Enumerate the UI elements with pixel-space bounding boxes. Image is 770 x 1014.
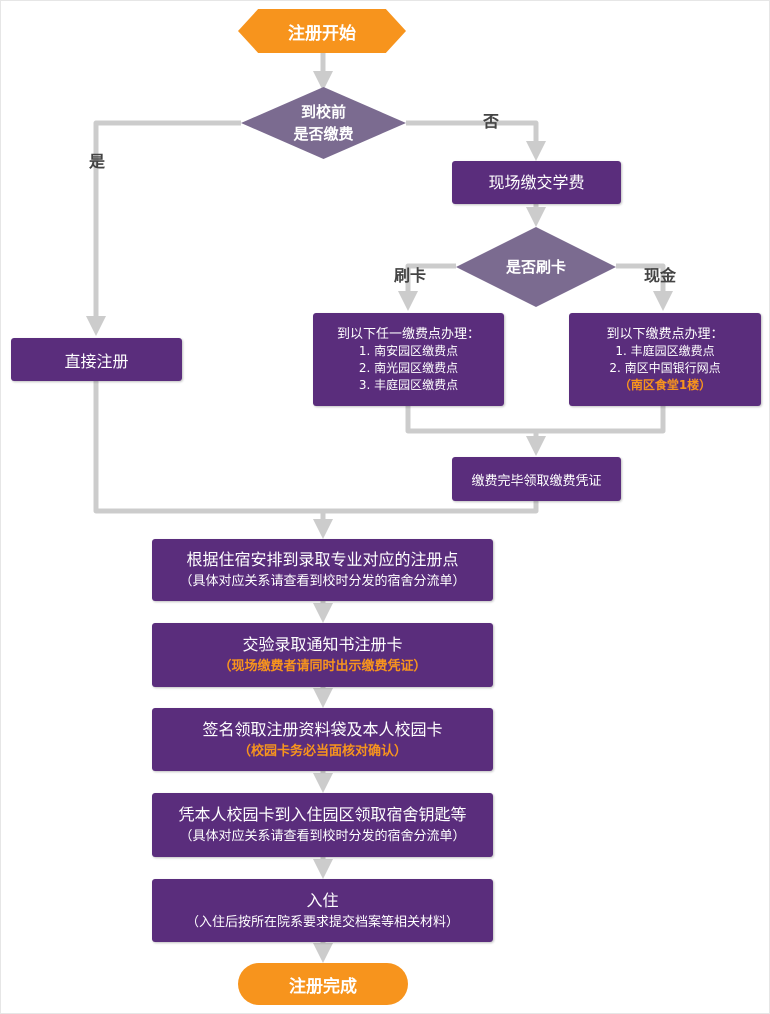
decision-card-label: 是否刷卡 <box>505 258 566 276</box>
decision-line2: 是否缴费 <box>293 125 354 143</box>
receipt-box: 缴费完毕领取缴费凭证 <box>452 457 621 501</box>
cash-point: 1. 丰庭园区缴费点 <box>615 343 715 358</box>
step-main: 入住 <box>306 890 339 910</box>
step-box: 凭本人校园卡到入住园区领取宿舍钥匙等 （具体对应关系请查看到校时分发的宿舍分流单） <box>152 793 493 857</box>
card-label: 刷卡 <box>394 266 427 285</box>
card-point: 3. 丰庭园区缴费点 <box>358 377 459 392</box>
merge-register <box>93 381 539 529</box>
merge-pay <box>405 406 666 446</box>
end-node: 注册完成 <box>238 963 408 1005</box>
step-sub: （具体对应关系请查看到校时分发的宿舍分流单） <box>179 574 466 589</box>
cash-box-title: 到以下缴费点办理： <box>606 326 724 342</box>
direct-register-box: 直接注册 <box>11 338 182 381</box>
step-main: 根据住宿安排到录取专业对应的注册点 <box>186 550 459 569</box>
step-sub: （具体对应关系请查看到校时分发的宿舍分流单） <box>179 829 466 844</box>
step-box: 签名领取注册资料袋及本人校园卡 （校园卡务必当面核对确认） <box>152 708 493 771</box>
receipt-label: 缴费完毕领取缴费凭证 <box>471 473 602 489</box>
cash-points-box: 到以下缴费点办理： 1. 丰庭园区缴费点 2. 南区中国银行网点 （南区食堂1楼… <box>569 313 761 406</box>
card-point: 2. 南光园区缴费点 <box>358 360 459 375</box>
arrow-yes <box>86 120 241 336</box>
step-sub: （现场缴费者请同时出示缴费凭证） <box>218 659 427 674</box>
cash-label: 现金 <box>644 266 677 285</box>
end-label: 注册完成 <box>289 976 357 997</box>
decision-card: 是否刷卡 <box>456 227 616 307</box>
onsite-pay-label: 现场缴交学费 <box>488 172 585 192</box>
step-box: 交验录取通知书注册卡 （现场缴费者请同时出示缴费凭证） <box>152 623 493 687</box>
yes-label: 是 <box>89 152 106 171</box>
decision-line1: 到校前 <box>300 103 346 121</box>
cash-point-note: （南区食堂1楼） <box>618 377 712 392</box>
no-label: 否 <box>483 112 500 131</box>
cash-point: 2. 南区中国银行网点 <box>609 360 721 375</box>
card-box-title: 到以下任一缴费点办理： <box>336 326 480 342</box>
decision-prepaid: 到校前 是否缴费 <box>241 87 406 159</box>
step-main: 签名领取注册资料袋及本人校园卡 <box>202 719 443 739</box>
step-sub: （校园卡务必当面核对确认） <box>237 743 407 759</box>
step-box: 根据住宿安排到录取专业对应的注册点 （具体对应关系请查看到校时分发的宿舍分流单） <box>152 539 493 601</box>
step-box: 入住 （入住后按所在院系要求提交档案等相关材料） <box>152 879 493 942</box>
onsite-pay-box: 现场缴交学费 <box>452 161 621 204</box>
step-main: 交验录取通知书注册卡 <box>242 635 403 654</box>
card-point: 1. 南安园区缴费点 <box>358 343 459 358</box>
direct-register-label: 直接注册 <box>64 351 129 371</box>
arrow-cash <box>616 263 673 311</box>
arrow-no <box>406 120 546 161</box>
start-node: 注册开始 <box>238 9 406 53</box>
start-label: 注册开始 <box>288 23 356 44</box>
step-sub: （入住后按所在院系要求提交档案等相关材料） <box>185 914 459 930</box>
arrow-card <box>398 263 456 311</box>
step-main: 凭本人校园卡到入住园区领取宿舍钥匙等 <box>178 805 467 824</box>
card-points-box: 到以下任一缴费点办理： 1. 南安园区缴费点 2. 南光园区缴费点 3. 丰庭园… <box>313 313 504 406</box>
